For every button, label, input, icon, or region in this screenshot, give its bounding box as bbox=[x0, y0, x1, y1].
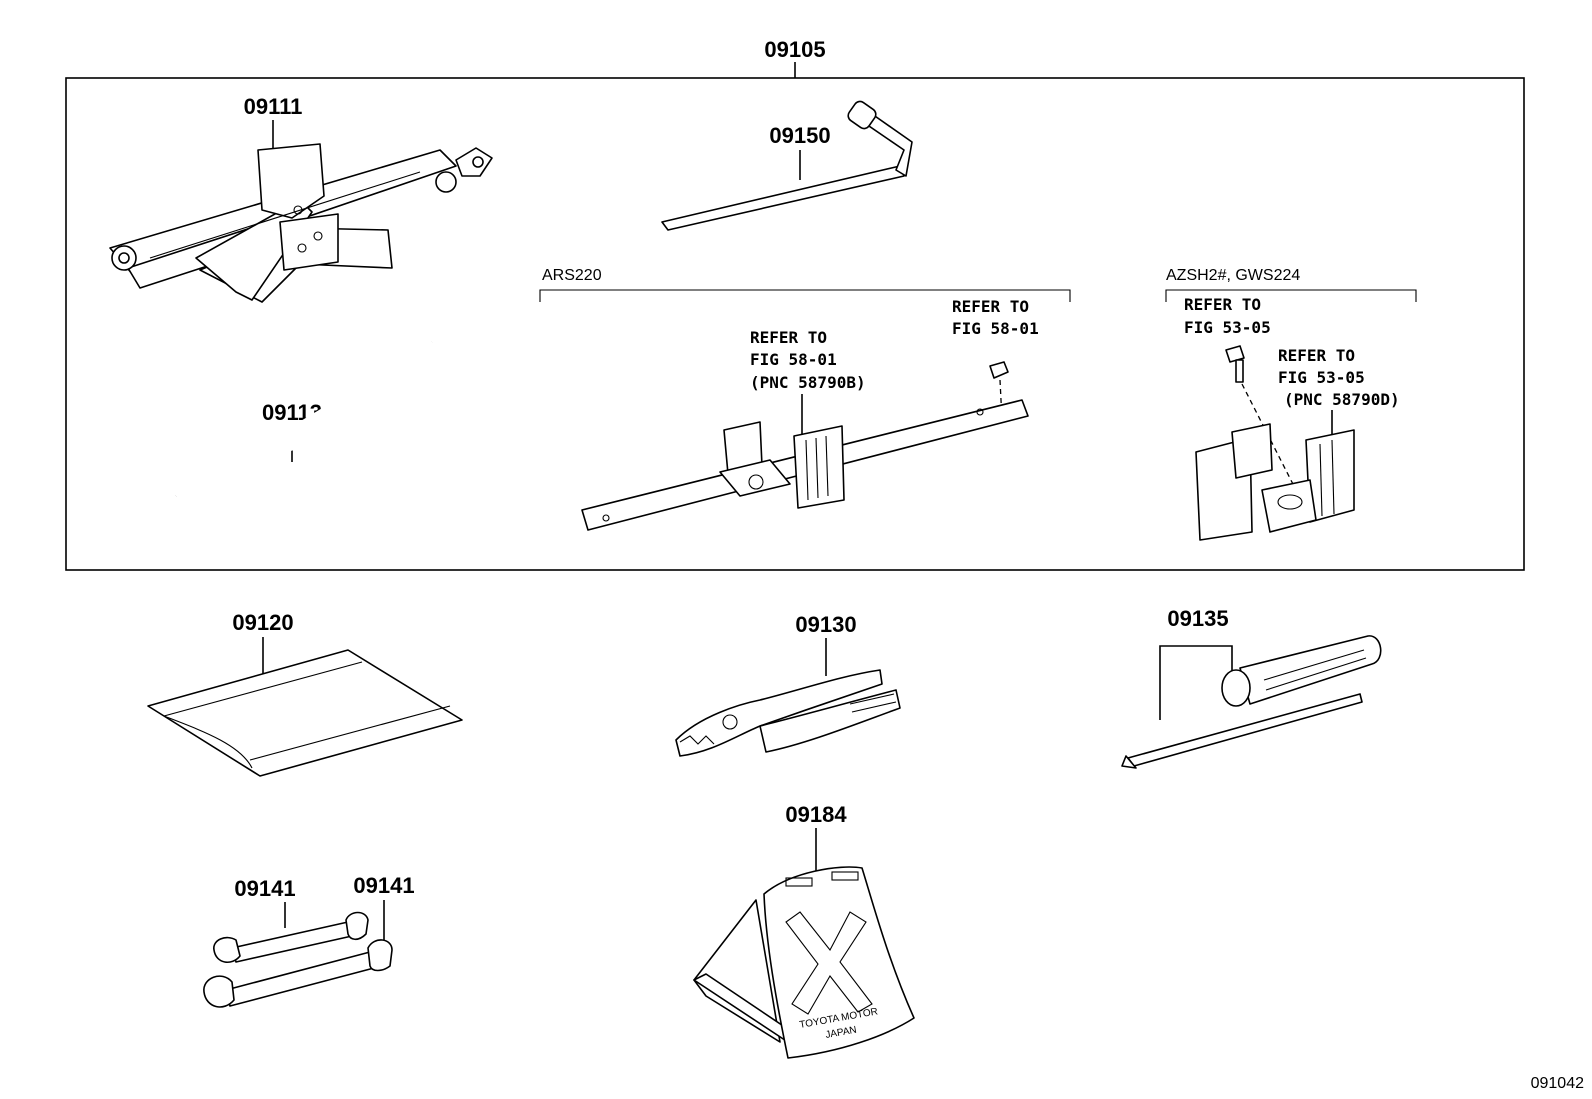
spanner-2-part-number[interactable]: 09141 bbox=[353, 873, 414, 898]
azsh2-ref-right-line3[interactable]: (PNC 58790D) bbox=[1284, 390, 1400, 409]
azsh2-ref-right-line1[interactable]: REFER TO bbox=[1278, 346, 1355, 365]
jack-bracket-illustration bbox=[581, 399, 1029, 531]
ars220-ref-left-line3[interactable]: (PNC 58790B) bbox=[750, 373, 866, 392]
tool-bag-part-number[interactable]: 09120 bbox=[232, 610, 293, 635]
azsh2-ref-left-line1[interactable]: REFER TO bbox=[1184, 295, 1261, 314]
warning-triangle-illustration: TOYOTA MOTOR JAPAN bbox=[693, 866, 915, 1059]
spanner-illustration bbox=[213, 911, 369, 963]
wrench-part-number[interactable]: 09150 bbox=[769, 123, 830, 148]
screwdriver-part-number[interactable]: 09135 bbox=[1167, 606, 1228, 631]
assembly-box bbox=[65, 77, 1525, 571]
bolt-icon bbox=[1225, 345, 1299, 495]
nut-icon bbox=[989, 361, 1009, 421]
jack-bracket-illustration bbox=[1195, 423, 1355, 541]
scissor-jack-illustration bbox=[109, 143, 493, 303]
tool-bag-group: 09120 bbox=[147, 610, 463, 777]
assembly-09105: 09105 bbox=[65, 37, 1525, 571]
azsh2-title: AZSH2#, GWS224 bbox=[1166, 267, 1300, 284]
tool-bag-illustration bbox=[147, 649, 463, 777]
ars220-ref-left-line1[interactable]: REFER TO bbox=[750, 328, 827, 347]
leader-bracket bbox=[1159, 645, 1233, 672]
spanners-group: 09141 09141 bbox=[203, 873, 415, 1008]
azsh2-ref-right-line2[interactable]: FIG 53-05 bbox=[1278, 368, 1365, 387]
triangle-country-text: JAPAN bbox=[825, 1025, 858, 1041]
wrench-group: 09150 bbox=[661, 100, 913, 231]
azsh2-bracket bbox=[1165, 289, 1417, 302]
ars220-ref-right-line2[interactable]: FIG 58-01 bbox=[952, 319, 1039, 338]
ars220-ref-left-line2[interactable]: FIG 58-01 bbox=[750, 350, 837, 369]
pliers-part-number[interactable]: 09130 bbox=[795, 612, 856, 637]
jack-handle-group: 09113 bbox=[157, 340, 433, 501]
ars220-title: ARS220 bbox=[542, 267, 602, 284]
spanner-illustration bbox=[203, 939, 393, 1008]
screwdriver-shaft-illustration bbox=[1121, 693, 1363, 769]
jack-group: 09111 bbox=[109, 94, 493, 303]
ars220-bracket bbox=[539, 289, 1071, 302]
pliers-group: 09130 bbox=[675, 612, 901, 757]
assembly-part-number[interactable]: 09105 bbox=[764, 37, 825, 62]
jack-part-number[interactable]: 09111 bbox=[244, 94, 303, 119]
ars220-ref-right-line1[interactable]: REFER TO bbox=[952, 297, 1029, 316]
azsh2-ref-left-line2[interactable]: FIG 53-05 bbox=[1184, 318, 1271, 337]
warning-triangle-part-number[interactable]: 09184 bbox=[785, 802, 847, 827]
figure-number: 091042 bbox=[1531, 1075, 1584, 1092]
screwdriver-handle-illustration bbox=[1221, 635, 1382, 707]
screwdriver-group: 09135 bbox=[1121, 606, 1382, 769]
azsh2-group: AZSH2#, GWS224 REFER TO FIG 53-05 REFER … bbox=[1165, 267, 1417, 541]
spanner-1-part-number[interactable]: 09141 bbox=[234, 876, 295, 901]
lug-wrench-illustration bbox=[661, 100, 913, 231]
ars220-group: ARS220 REFER TO FIG 58-01 (PNC 58790B) R… bbox=[539, 267, 1071, 531]
warning-triangle-group: 09184 TOYOTA MOTOR JAPAN bbox=[693, 802, 915, 1059]
pliers-illustration bbox=[675, 669, 901, 757]
